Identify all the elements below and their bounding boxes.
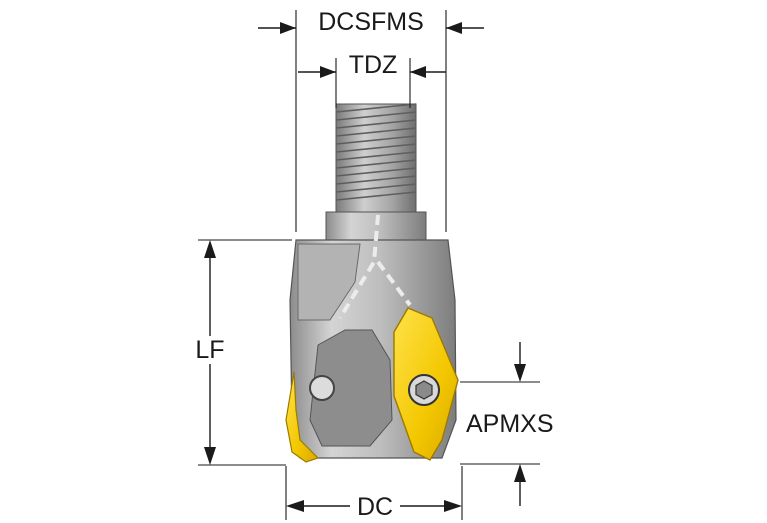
- coolant-channel: [338, 214, 412, 320]
- dimension-dcsfms: DCSFMS: [258, 8, 484, 232]
- label-tdz: TDZ: [349, 51, 398, 79]
- insert-left: [285, 371, 320, 463]
- label-lf: LF: [195, 336, 224, 364]
- insert-screw-hex-icon: [415, 380, 433, 400]
- tool-body: [285, 103, 459, 463]
- label-apmxs: APMXS: [466, 410, 554, 438]
- screw-recess-left: [309, 375, 335, 401]
- label-dcsfms: DCSFMS: [318, 8, 424, 36]
- chip-flute: [309, 329, 393, 447]
- thread-lines: [335, 103, 417, 201]
- body-flat-face: [297, 243, 361, 321]
- dimension-lf: LF: [192, 239, 292, 466]
- dimension-dc: DC: [285, 466, 463, 521]
- label-dc: DC: [357, 493, 393, 521]
- dimension-tdz: TDZ: [298, 51, 446, 108]
- dimension-apmxs: APMXS: [460, 342, 554, 506]
- threaded-shank: [335, 103, 417, 217]
